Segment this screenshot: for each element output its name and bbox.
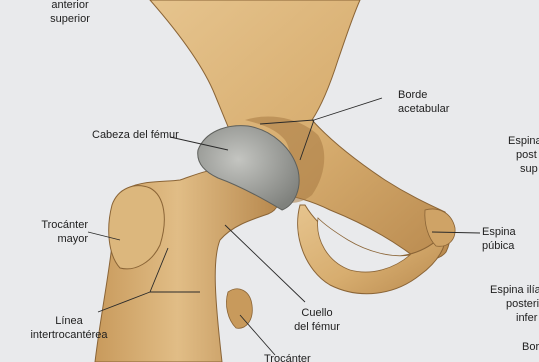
label-line: posteri [490,297,539,311]
leader-trocanter-menor [240,315,275,355]
label-cuello-femur: Cuello del fémur [282,306,352,334]
label-line: Borde [398,88,449,102]
label-line: Trocánter [30,218,88,232]
label-line: anterior [40,0,100,12]
label-line: Espina [508,134,539,148]
label-line: infer [490,311,539,325]
label-espina-iliaca-posterior-inferior: Espina ilía posteri infer [490,283,539,325]
label-borde-acetabular: Borde acetabular [398,88,449,116]
label-trocanter-menor-partial: Trocánter [264,352,311,362]
label-line: púbica [482,239,516,253]
label-trocanter-mayor: Trocánter mayor [30,218,88,246]
label-cabeza-femur: Cabeza del fémur [92,128,179,142]
label-line: post [508,148,539,162]
label-line: superior [40,12,100,26]
label-espina-iliaca-anterior-superior: anterior superior [40,0,100,26]
label-line: acetabular [398,102,449,116]
label-bor-partial: Bor [522,340,539,354]
leader-borde-acetabular-a [314,98,382,120]
label-linea-intertrocanterea: Línea intertrocantérea [20,314,118,342]
label-line: Espina ilía [490,283,539,297]
lesser-trochanter [226,289,252,328]
label-line: sup [508,162,539,176]
label-line: intertrocantérea [20,328,118,342]
label-line: Cuello [282,306,352,320]
label-line: mayor [30,232,88,246]
label-line: Línea [20,314,118,328]
label-espina-pubica: Espina púbica [482,225,516,253]
label-espina-partial-right: Espina post sup [508,134,539,176]
label-line: del fémur [282,320,352,334]
label-line: Espina [482,225,516,239]
